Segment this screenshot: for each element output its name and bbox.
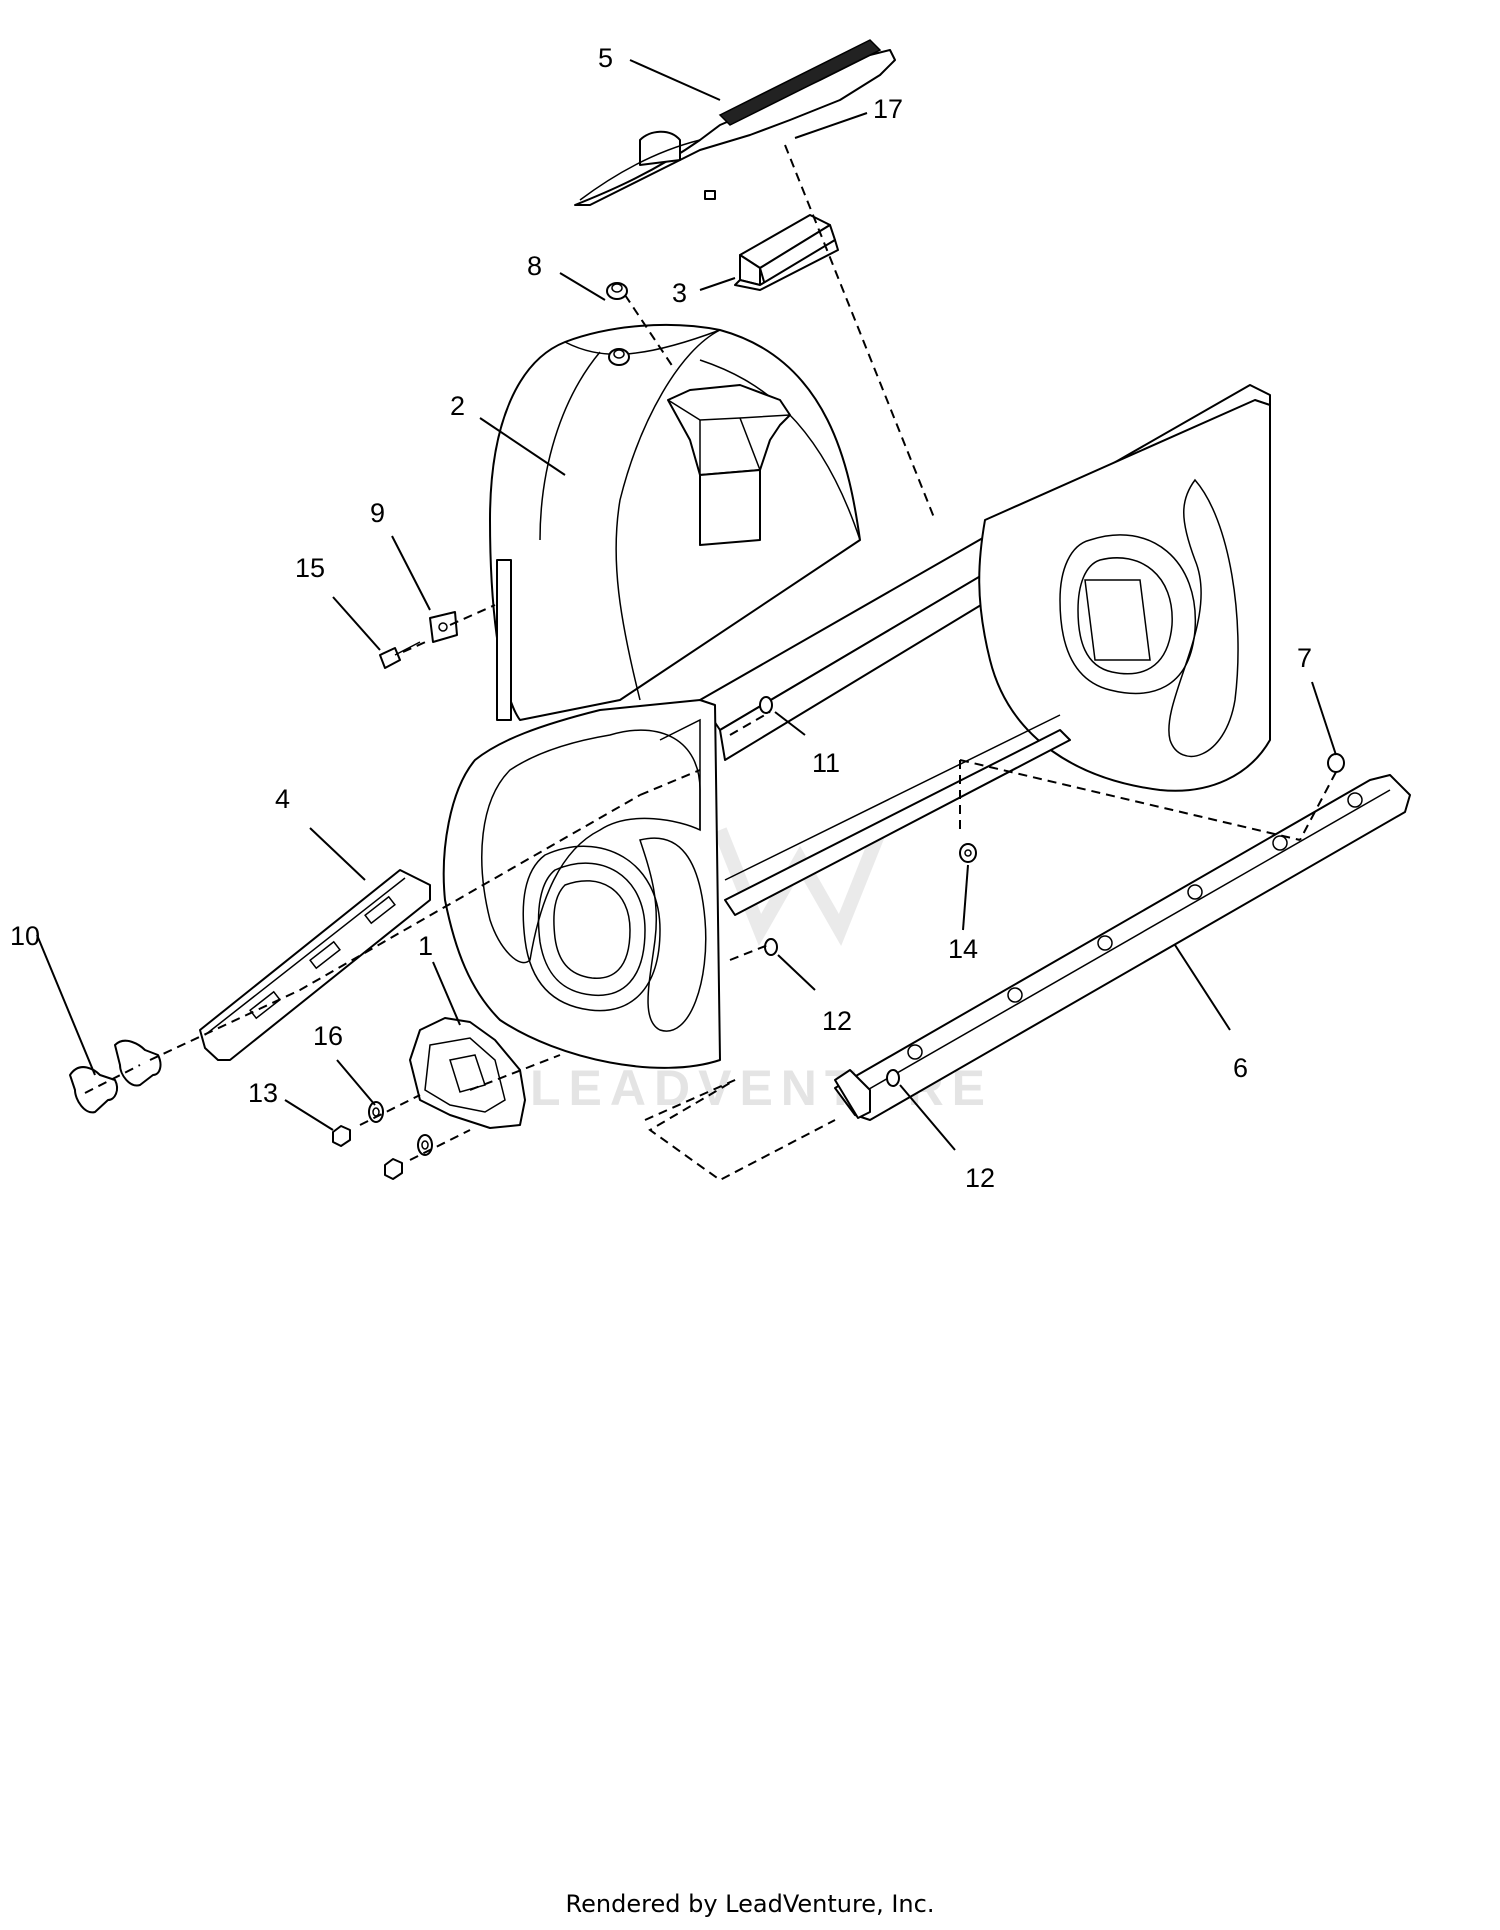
part-16-washers[interactable] [368, 1101, 433, 1156]
callout-4: 4 [275, 784, 290, 814]
callout-12-lower: 12 [965, 1163, 995, 1193]
part-9-clip[interactable] [429, 611, 458, 643]
shave-plate-holes [907, 792, 1363, 1060]
callout-15: 15 [295, 553, 325, 583]
part-1-skid-shoe[interactable] [409, 1017, 526, 1129]
part-8-nuts[interactable] [606, 282, 630, 366]
callout-17: 17 [873, 94, 903, 124]
part-12-bolt-upper[interactable] [764, 938, 778, 956]
part-4-slide-rail[interactable] [199, 869, 431, 1061]
part-15-bolt[interactable] [379, 641, 421, 669]
part-chute-base[interactable] [667, 384, 791, 546]
callout-13: 13 [248, 1078, 278, 1108]
part-11-bolt[interactable] [759, 696, 773, 714]
part-14-nut[interactable] [959, 843, 977, 863]
auger-frame[interactable] [699, 384, 1271, 916]
callout-16: 16 [313, 1021, 343, 1051]
callout-8: 8 [527, 251, 542, 281]
auger-frame-left-side-plate[interactable] [442, 699, 721, 1069]
part-13-nuts[interactable] [332, 1125, 403, 1180]
footer-credit: Rendered by LeadVenture, Inc. [565, 1890, 935, 1918]
part-7-bolt[interactable] [1327, 753, 1345, 773]
part-3-bracket[interactable] [734, 214, 839, 291]
callout-7: 7 [1297, 643, 1312, 673]
callout-1: 1 [418, 931, 433, 961]
callout-labels: 5 17 3 8 2 9 15 4 10 1 16 13 11 12 14 6 … [10, 43, 1312, 1193]
assembly-dashed-lines [84, 144, 1337, 1182]
callout-11: 11 [812, 748, 840, 778]
callout-leader-lines [36, 59, 1337, 1151]
callout-3: 3 [672, 278, 687, 308]
callout-2: 2 [450, 391, 465, 421]
part-10-wing-nuts[interactable] [69, 1039, 162, 1114]
callout-5: 5 [598, 43, 613, 73]
part-5-chute-crank[interactable] [574, 39, 896, 206]
callout-9: 9 [370, 498, 385, 528]
part-chute-clip[interactable] [704, 190, 716, 200]
callout-6: 6 [1233, 1053, 1248, 1083]
callout-10: 10 [10, 921, 40, 951]
part-6-shave-plate[interactable] [834, 774, 1411, 1121]
callout-14: 14 [948, 934, 978, 964]
callout-12-upper: 12 [822, 1006, 852, 1036]
